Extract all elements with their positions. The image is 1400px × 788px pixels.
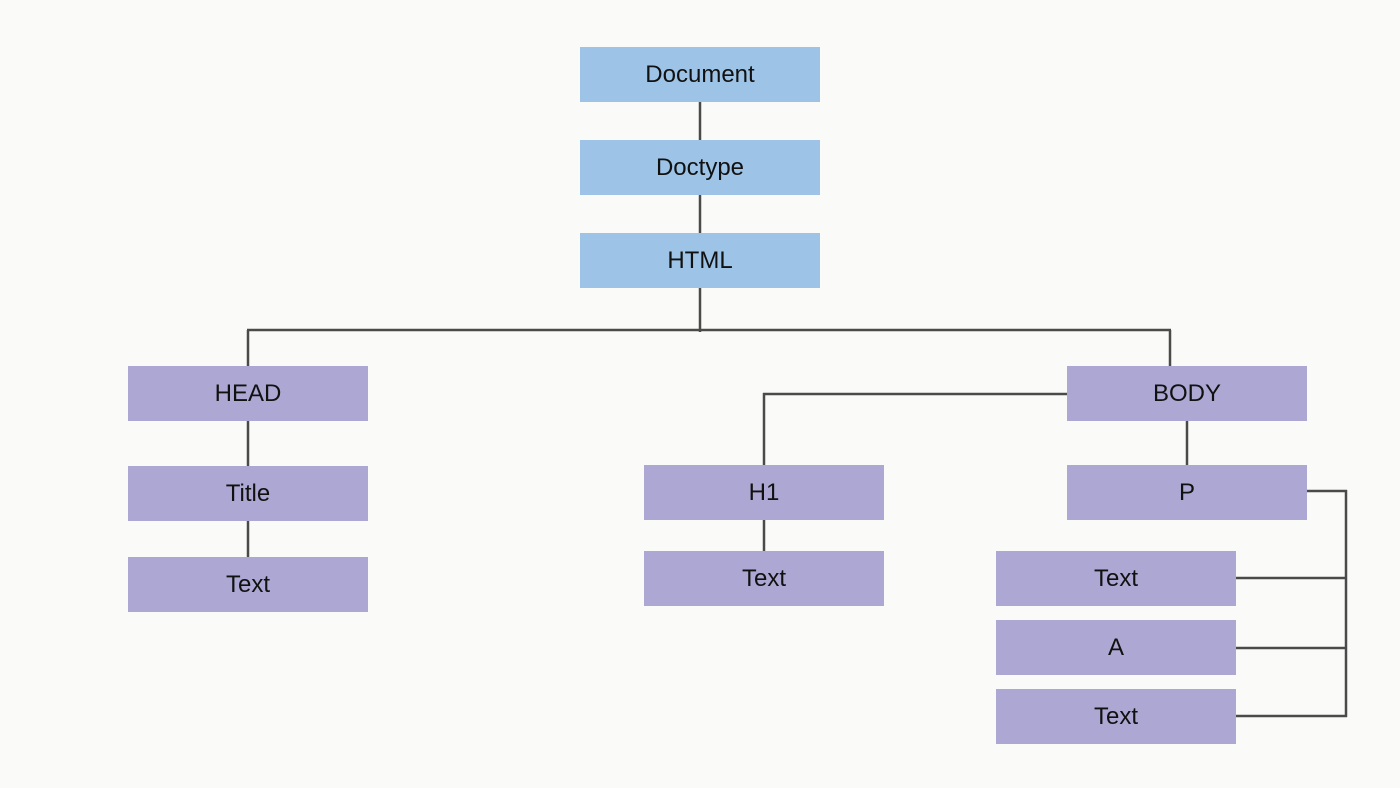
node-p: P	[1067, 465, 1307, 520]
node-h1-text-label: Text	[741, 564, 786, 592]
node-h1-label: H1	[748, 478, 780, 506]
node-head: HEAD	[128, 366, 368, 421]
node-p-text-2: Text	[996, 689, 1236, 744]
node-body-label: BODY	[1152, 379, 1221, 407]
node-doctype-label: Doctype	[655, 153, 745, 181]
node-p-text-1-label: Text	[1093, 564, 1138, 592]
node-p-label: P	[1178, 478, 1195, 506]
node-a-label: A	[1107, 633, 1124, 661]
node-h1-text: Text	[644, 551, 884, 606]
node-html-label: HTML	[667, 246, 733, 274]
node-h1: H1	[644, 465, 884, 520]
node-p-text-1: Text	[996, 551, 1236, 606]
node-document-label: Document	[645, 60, 755, 88]
node-a: A	[996, 620, 1236, 675]
node-body: BODY	[1067, 366, 1307, 421]
node-html: HTML	[580, 233, 820, 288]
node-title-label: Title	[225, 479, 271, 507]
node-doctype: Doctype	[580, 140, 820, 195]
node-head-text-label: Text	[225, 570, 270, 598]
node-document: Document	[580, 47, 820, 102]
node-title: Title	[128, 466, 368, 521]
node-head-text: Text	[128, 557, 368, 612]
node-p-text-2-label: Text	[1093, 702, 1138, 730]
node-head-label: HEAD	[214, 379, 282, 407]
